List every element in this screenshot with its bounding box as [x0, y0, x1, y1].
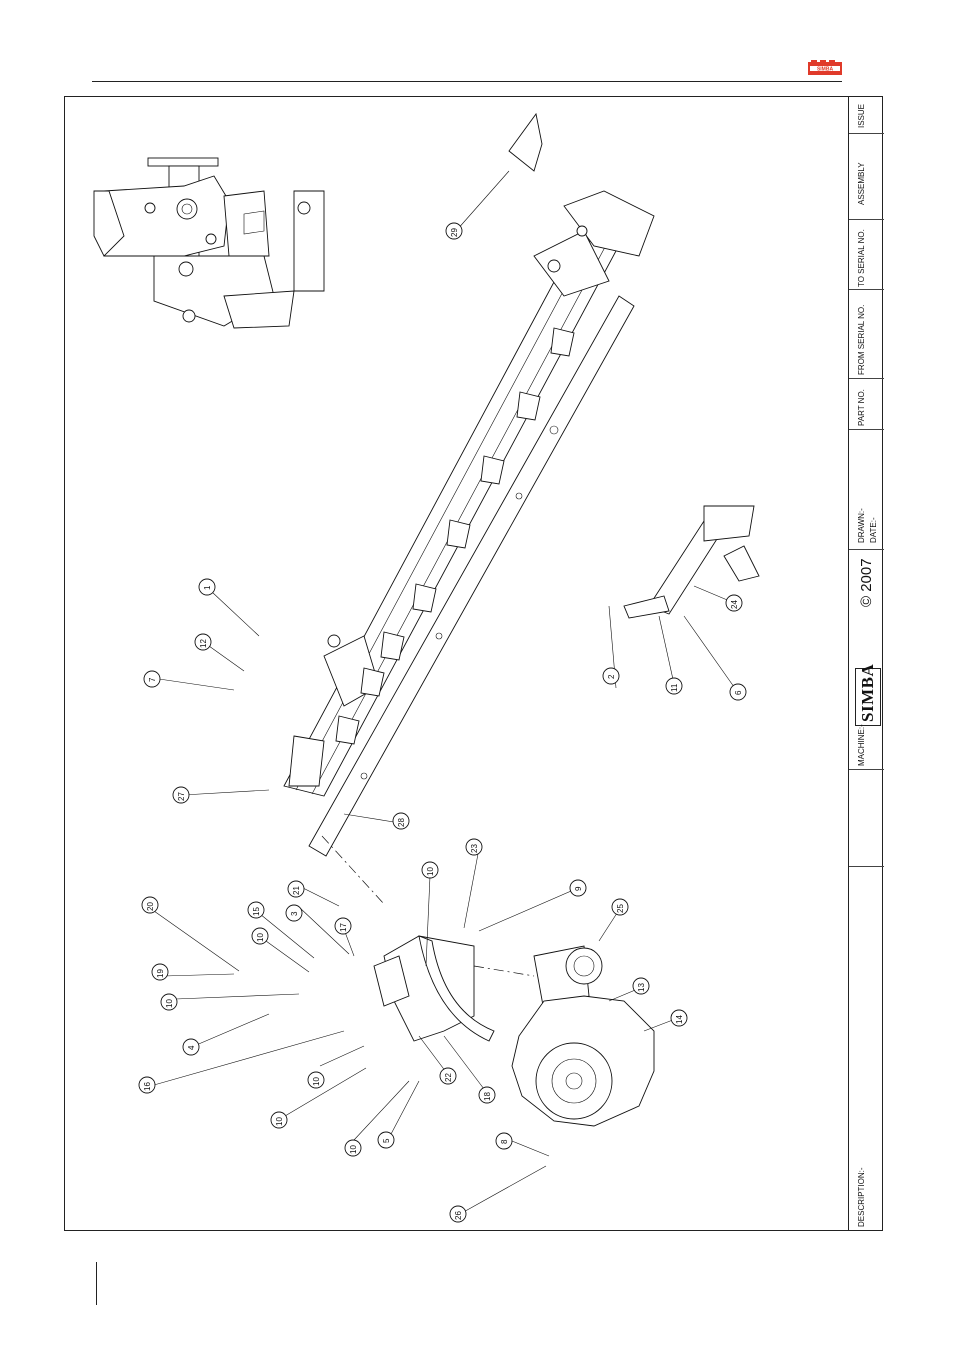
simba-logo-icon: SIMBA [808, 60, 842, 77]
svg-text:10: 10 [349, 1145, 358, 1154]
svg-text:29: 29 [450, 228, 459, 237]
tb-divider [849, 866, 884, 867]
tb-divider [849, 289, 884, 290]
svg-text:26: 26 [454, 1211, 463, 1220]
svg-text:15: 15 [252, 907, 261, 916]
simba-brand-text: SIMBA [858, 664, 878, 722]
callout-21: 21 [288, 881, 304, 897]
centre-line-2 [474, 966, 534, 976]
callout-3: 3 [286, 905, 302, 921]
callout-26: 26 [450, 1206, 466, 1222]
tb-divider [849, 133, 884, 134]
svg-text:6: 6 [734, 690, 743, 695]
callout-6: 6 [730, 684, 746, 700]
callout-10b: 10 [252, 928, 268, 944]
svg-text:20: 20 [146, 902, 155, 911]
svg-text:18: 18 [483, 1092, 492, 1101]
svg-text:2: 2 [607, 674, 616, 679]
svg-text:12: 12 [199, 639, 208, 648]
svg-text:9: 9 [574, 886, 583, 891]
svg-text:21: 21 [292, 886, 301, 895]
svg-text:10: 10 [256, 933, 265, 942]
callout-14: 14 [671, 1010, 687, 1026]
callout-19: 19 [152, 964, 168, 980]
callout-23: 23 [466, 839, 482, 855]
svg-text:11: 11 [670, 683, 679, 692]
svg-text:10: 10 [165, 999, 174, 1008]
footer-rule [96, 1262, 97, 1305]
callout-10d: 10 [308, 1072, 324, 1088]
tb-divider [849, 769, 884, 770]
callout-25: 25 [612, 899, 628, 915]
copyright-text: © 2007 [858, 567, 875, 607]
callout-7: 7 [144, 671, 160, 687]
callout-10a: 10 [422, 862, 438, 878]
svg-text:5: 5 [382, 1138, 391, 1143]
tb-divider [849, 378, 884, 379]
issue-label: ISSUE [857, 104, 866, 128]
callout-2: 2 [603, 668, 619, 684]
callout-27: 27 [173, 787, 189, 803]
date-label: DATE:- [869, 517, 878, 543]
svg-text:23: 23 [470, 844, 479, 853]
callout-15: 15 [248, 902, 264, 918]
tb-divider [849, 429, 884, 430]
callout-10f: 10 [345, 1140, 361, 1156]
svg-text:24: 24 [730, 600, 739, 609]
svg-text:3: 3 [290, 911, 299, 916]
tb-divider [849, 549, 884, 550]
svg-text:1: 1 [203, 585, 212, 590]
machine-label: MACHINE:- [857, 724, 866, 766]
svg-text:17: 17 [339, 923, 348, 932]
callout-12: 12 [195, 634, 211, 650]
from-serial-label: FROM SERIAL NO. [857, 305, 866, 375]
inset-detail-view [94, 158, 324, 328]
svg-text:16: 16 [143, 1082, 152, 1091]
callout-13: 13 [633, 978, 649, 994]
callout-29: 29 [446, 223, 462, 239]
callout-17: 17 [335, 918, 351, 934]
drawn-label: DRAWN:- [857, 508, 866, 543]
svg-text:10: 10 [275, 1117, 284, 1126]
callout-10c: 10 [161, 994, 177, 1010]
callout-5: 5 [378, 1132, 394, 1148]
svg-text:10: 10 [426, 867, 435, 876]
callout-10e: 10 [271, 1112, 287, 1128]
svg-text:14: 14 [675, 1015, 684, 1024]
svg-text:7: 7 [148, 677, 157, 682]
assembly-label: ASSEMBLY [857, 162, 866, 205]
to-serial-label: TO SERIAL NO. [857, 229, 866, 287]
svg-text:19: 19 [156, 969, 165, 978]
svg-text:25: 25 [616, 904, 625, 913]
logo-text: SIMBA [817, 67, 834, 73]
svg-text:28: 28 [397, 818, 406, 827]
callout-1: 1 [199, 579, 215, 595]
callout-9: 9 [570, 880, 586, 896]
callout-4: 4 [183, 1039, 199, 1055]
tine-arm [374, 936, 494, 1041]
main-beam-assembly [284, 191, 654, 796]
adjuster-plate [509, 114, 542, 171]
callout-24: 24 [726, 595, 742, 611]
svg-text:4: 4 [187, 1045, 196, 1050]
svg-text:27: 27 [177, 792, 186, 801]
flat-bar [309, 296, 634, 856]
callout-11: 11 [666, 678, 682, 694]
callout-22: 22 [440, 1068, 456, 1084]
callout-8: 8 [496, 1133, 512, 1149]
svg-text:13: 13 [637, 983, 646, 992]
svg-text:10: 10 [312, 1077, 321, 1086]
callout-18: 18 [479, 1087, 495, 1103]
exploded-assembly-drawing: 1 2 3 4 5 6 7 8 9 10 10 10 10 10 10 11 1… [64, 96, 848, 1231]
description-label: DESCRIPTION:- [857, 1167, 866, 1227]
svg-text:8: 8 [500, 1139, 509, 1144]
part-no-label: PART NO. [857, 389, 866, 426]
callout-16: 16 [139, 1077, 155, 1093]
cutting-disc [512, 996, 654, 1126]
callout-28: 28 [393, 813, 409, 829]
tb-divider [849, 219, 884, 220]
svg-text:22: 22 [444, 1073, 453, 1082]
header-rule [92, 81, 842, 82]
callout-20: 20 [142, 897, 158, 913]
